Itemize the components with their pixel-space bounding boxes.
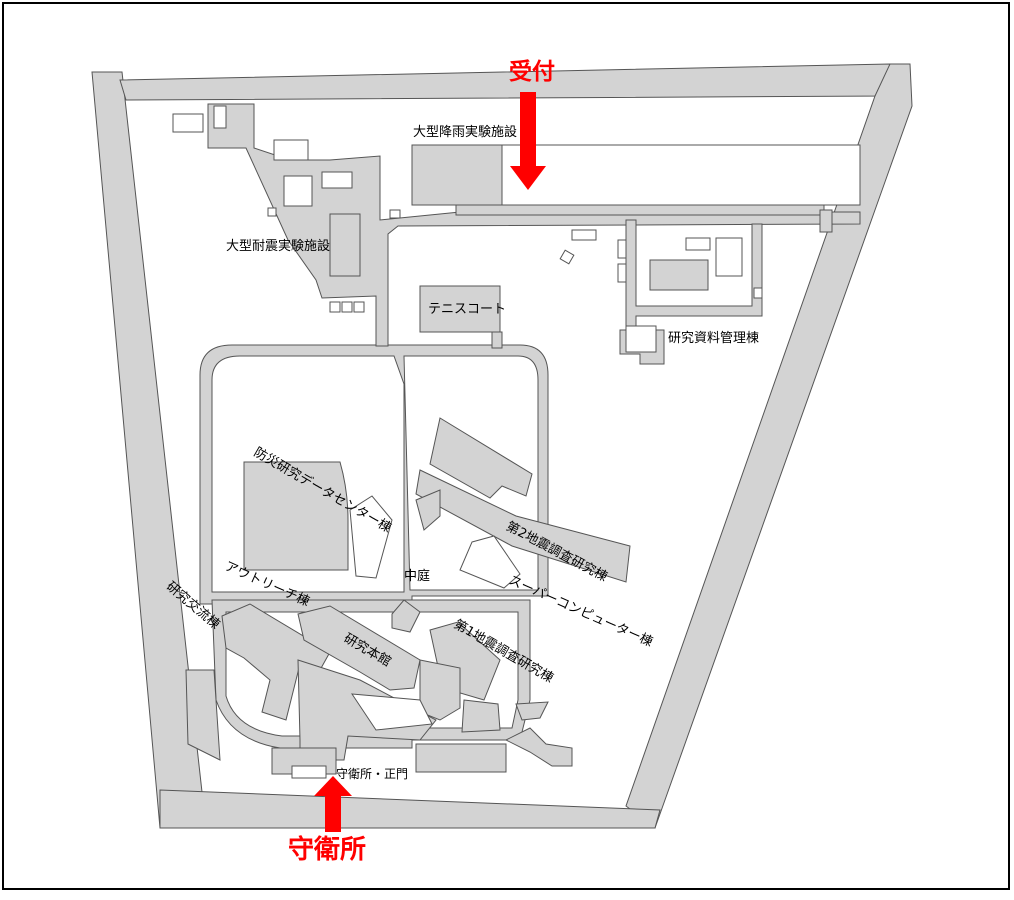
label-large-seismic: 大型耐震実験施設: [226, 239, 331, 254]
label-tennis-court: テニスコート: [428, 302, 507, 317]
main-complex: [221, 599, 501, 761]
seismo2-building: [415, 417, 631, 583]
reception-label: 受付: [509, 59, 555, 85]
data-center-building: [349, 495, 393, 579]
lower-loop-road: [211, 599, 531, 749]
gate-area: [185, 669, 573, 779]
guardhouse-label: 守衛所: [288, 835, 367, 865]
archives-area: [559, 219, 763, 365]
tennis-court: [419, 285, 501, 333]
data-center-field: [243, 461, 349, 571]
rainfall-facility: [411, 144, 861, 233]
label-large-rainfall: 大型降雨実験施設: [413, 125, 518, 140]
perimeter-road: [91, 63, 913, 829]
seismic-complex: [172, 103, 861, 347]
guardhouse-arrow: [314, 776, 352, 832]
courtyard-lawn: [351, 693, 433, 731]
supercomputer-building: [459, 535, 521, 589]
loop-road: [199, 344, 549, 605]
label-gate: 守衛所・正門: [336, 767, 409, 781]
label-archives: 研究資料管理棟: [668, 331, 760, 346]
label-courtyard: 中庭: [404, 569, 431, 584]
reception-arrow: [510, 92, 546, 190]
